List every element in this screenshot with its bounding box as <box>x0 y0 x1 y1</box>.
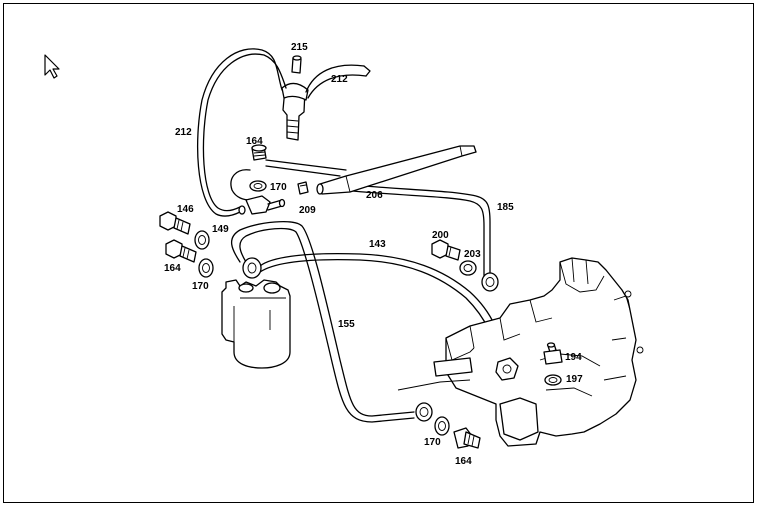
banjo-bolt-164-top <box>251 144 267 161</box>
clip-209 <box>297 181 309 195</box>
sealing-ring-170-left <box>198 258 214 278</box>
callout-143: 143 <box>369 239 386 250</box>
injector-nozzle <box>281 55 309 141</box>
callout-209: 209 <box>299 205 316 216</box>
hollow-bolt-146 <box>159 211 191 235</box>
callout-215: 215 <box>291 42 308 53</box>
callout-212-right: 212 <box>331 74 348 85</box>
banjo-connector <box>238 195 286 215</box>
callout-203: 203 <box>464 249 481 260</box>
callout-170-left: 170 <box>192 281 209 292</box>
callout-155: 155 <box>338 319 355 330</box>
callout-200: 200 <box>432 230 449 241</box>
callout-194: 194 <box>565 352 582 363</box>
callout-170-bottom: 170 <box>424 437 441 448</box>
leak-off-hose-212 <box>196 48 371 217</box>
sealing-ring-170-top <box>249 180 267 192</box>
sealing-ring-197 <box>544 374 562 386</box>
callout-164-left: 164 <box>164 263 181 274</box>
callout-164-bottom: 164 <box>455 456 472 467</box>
hollow-bolt-164-bottom <box>453 427 481 449</box>
callout-149: 149 <box>212 224 229 235</box>
callout-185: 185 <box>497 202 514 213</box>
hollow-bolt-200 <box>431 239 461 261</box>
callout-146: 146 <box>177 204 194 215</box>
hollow-bolt-164-left <box>165 239 197 263</box>
callout-206: 206 <box>366 190 383 201</box>
sealing-ring-203 <box>459 260 477 276</box>
sealing-ring-149 <box>194 230 210 250</box>
diagram-frame <box>3 3 754 503</box>
return-line <box>230 159 491 277</box>
bleed-screw-194 <box>543 342 563 365</box>
sealing-ring-170-bottom <box>434 416 450 436</box>
pipe-206 <box>316 145 477 195</box>
callout-212-left: 212 <box>175 127 192 138</box>
injection-pump <box>397 257 644 447</box>
fuel-filter <box>221 279 291 369</box>
mouse-pointer-icon <box>44 54 60 79</box>
callout-197: 197 <box>566 374 583 385</box>
fitting-185 <box>481 272 499 292</box>
fuel-line-155 <box>231 221 433 423</box>
pump-outlet-fitting <box>495 357 519 381</box>
callout-164-top: 164 <box>246 136 263 147</box>
callout-170-top: 170 <box>270 182 287 193</box>
